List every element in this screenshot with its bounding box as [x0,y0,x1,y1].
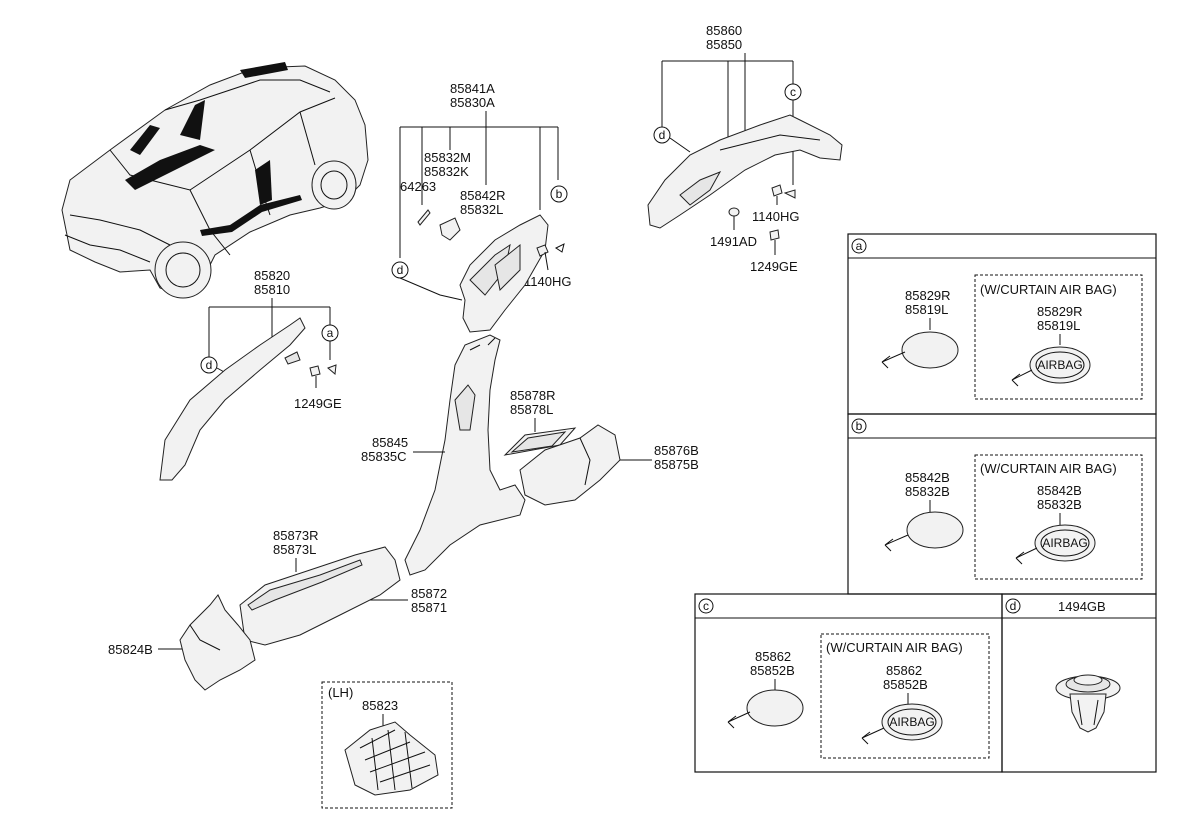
cap-airbag-icon [1034,524,1096,562]
vehicle-illustration [61,62,369,299]
callout-85871: 85871 [411,600,447,615]
cap-plain-icon [906,511,964,549]
inset-a-part-1: 85829R [905,288,951,303]
inset-a-part-2: 85819L [905,302,948,317]
callout-85841A: 85841A [450,81,495,96]
callout-85860: 85860 [706,23,742,38]
inset-b-part-1: 85842B [905,470,950,485]
grommet-1491AD [728,207,740,217]
inset-c-variant: (W/CURTAIN AIR BAG) [826,640,963,655]
inset-d-part-1: 1494GB [1058,599,1106,614]
svg-text:d: d [397,263,404,277]
callout-1140HG-b: 1140HG [524,274,571,289]
callout-85878L: 85878L [510,402,553,417]
clip-a-left [327,364,337,375]
svg-text:c: c [790,85,796,99]
svg-text:b: b [556,187,563,201]
inset-a-letter: a [856,239,863,253]
cap-plain-icon [746,689,804,727]
cap-airbag-icon [1029,346,1091,384]
airbag-label-a: AIRBAG [1037,358,1082,372]
inset-c-variant-part-2: 85852B [883,677,928,692]
callout-85873R: 85873R [273,528,319,543]
clip-64263 [417,209,431,226]
inset-c-letter: c [703,599,709,613]
push-clip-icon [1055,674,1121,733]
callout-85810: 85810 [254,282,290,297]
inset-c-variant-part-1: 85862 [886,663,922,678]
callout-85850: 85850 [706,37,742,52]
inset-a-variant-part-2: 85819L [1037,318,1080,333]
screw-1140HG-top [771,184,783,197]
callout-1249GE-top: 1249GE [750,259,798,274]
lh-floor-bracket [344,721,439,796]
callout-85872: 85872 [411,586,447,601]
callout-1140HG-top: 1140HG [752,209,799,224]
callout-1249GE-left: 1249GE [294,396,342,411]
callout-85875B: 85875B [654,457,699,472]
callout-85832K: 85832K [424,164,469,179]
callout-85835C: 85835C [361,449,407,464]
airbag-label-c: AIRBAG [889,715,934,729]
callout-85878R: 85878R [510,388,556,403]
clip-c [783,189,796,199]
callout-85820: 85820 [254,268,290,283]
svg-text:a: a [327,326,334,340]
inset-b: b 85842B 85832B (W/CURTAIN AIR BAG) 8584… [847,413,1157,595]
c-pillar-trim [647,114,843,229]
inset-d: d 1494GB [1001,593,1157,773]
callout-85830A: 85830A [450,95,495,110]
inset-b-part-2: 85832B [905,484,950,499]
inset-b-variant-part-2: 85832B [1037,497,1082,512]
marker-b-top: b [550,185,568,203]
inset-a: a 85829R 85819L (W/CURTAIN AIR BAG) 8582… [847,233,1157,415]
callout-85823: 85823 [362,698,398,713]
inset-b-variant-part-1: 85842B [1037,483,1082,498]
inset-b-letter: b [856,419,863,433]
front-sill-trim [239,546,401,646]
marker-a-left: a [321,324,339,342]
callout-85842R: 85842R [460,188,506,203]
marker-c-top: c [784,83,802,101]
inset-c-part-1: 85862 [755,649,791,664]
callout-85832M: 85832M [424,150,471,165]
callout-85873L: 85873L [273,542,316,557]
callout-lh: (LH) [328,685,353,700]
cap-plain-icon [901,331,959,369]
svg-text:d: d [206,358,213,372]
cover-85832M [439,217,461,241]
kick-panel [179,594,256,691]
inset-d-letter: d [1010,599,1017,613]
inset-a-variant: (W/CURTAIN AIR BAG) [980,282,1117,297]
inset-b-variant: (W/CURTAIN AIR BAG) [980,461,1117,476]
b-pillar-lower-trim [404,334,526,576]
cap-airbag-icon [881,703,943,741]
a-pillar-trim [159,317,306,481]
callout-64263: 64263 [400,179,436,194]
marker-d-top: d [653,126,671,144]
marker-d-center: d [391,261,409,279]
screw-1249GE-left [309,365,321,377]
inset-c-part-2: 85852B [750,663,795,678]
callout-85845: 85845 [372,435,408,450]
callout-85824B: 85824B [108,642,153,657]
screw-1249GE-top [769,229,780,241]
rear-scuff-plate [503,427,577,456]
airbag-label-b: AIRBAG [1042,536,1087,550]
inset-c: c 85862 85852B (W/CURTAIN AIR BAG) 85862… [694,593,1003,773]
inset-a-variant-part-1: 85829R [1037,304,1083,319]
callout-85832L: 85832L [460,202,503,217]
b-pillar-upper-trim [459,214,549,333]
marker-d-left: d [200,356,218,374]
svg-text:d: d [659,128,666,142]
callout-85876B: 85876B [654,443,699,458]
callout-1491AD: 1491AD [710,234,757,249]
lh-detail-box [321,681,453,809]
